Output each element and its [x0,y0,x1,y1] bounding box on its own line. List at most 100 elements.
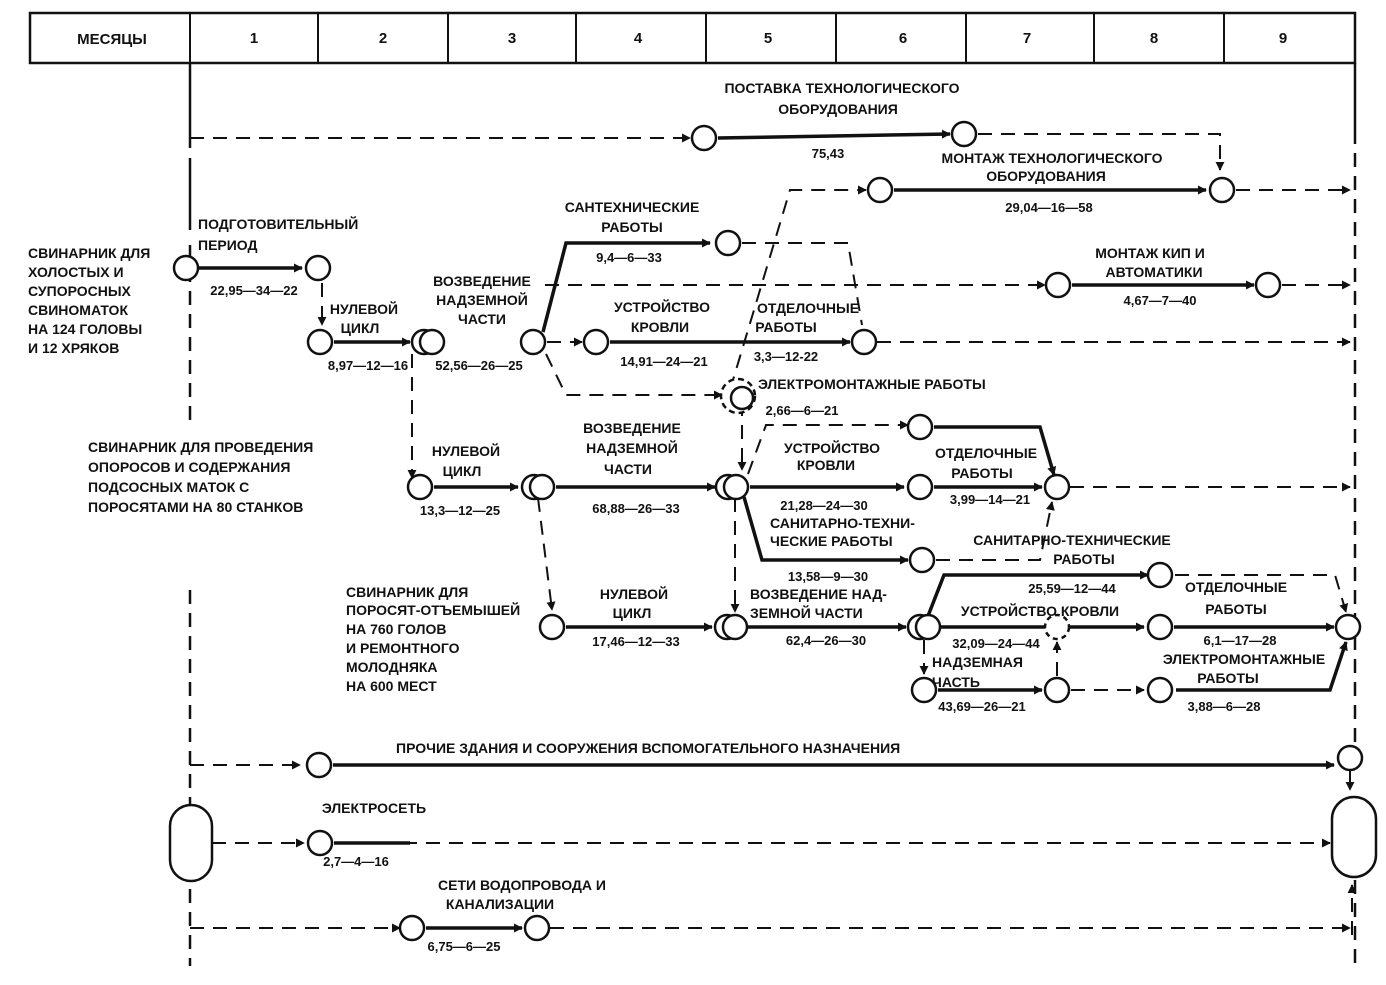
work-label: РАБОТЫ [1197,670,1258,686]
work-label: РАБОТЫ [755,319,816,335]
event-node [1334,613,1362,641]
work-params: 29,04—16—58 [1005,200,1092,215]
event-node [306,829,334,857]
object-pigsty-1-line: И 12 ХРЯКОВ [28,340,119,356]
work-label: ОТДЕЛОЧНЫЕ [757,300,859,316]
work-params: 9,4—6—33 [596,250,662,265]
event-node [910,676,938,704]
work-label: АВТОМАТИКИ [1105,264,1202,280]
month-5: 5 [764,30,772,47]
work-label: ВОЗВЕДЕНИЕ [433,273,531,289]
object-pigsty-3-line: НА 600 МЕСТ [346,678,437,694]
work-label: ЗЕМНОЙ ЧАСТИ [750,604,863,621]
header-frame [28,11,1357,65]
work-label: УСТРОЙСТВО [784,439,880,456]
work-label: ЦИКЛ [613,605,652,621]
event-node [714,229,742,257]
object-pigsty-3-line: СВИНАРНИК ДЛЯ [346,584,468,600]
event-node [906,473,934,501]
work-params: 8,97—12—16 [328,358,408,373]
work-label: САНИТАРНО-ТЕХНИЧЕСКИЕ [973,532,1170,548]
event-node [950,120,978,148]
object-pigsty-2-line: СВИНАРНИК ДЛЯ ПРОВЕДЕНИЯ [88,439,313,455]
work-label: ЦИКЛ [341,320,380,336]
work-label: ЭЛЕКТРОМОНТАЖНЫЕ РАБОТЫ [758,376,986,392]
work-params: 6,75—6—25 [428,939,501,954]
work-label: НАДЗЕМНОЙ [586,439,678,456]
header-dividers [189,13,1225,63]
event-node [1146,561,1174,589]
work-label: НУЛЕВОЙ [330,300,398,317]
event-node [528,473,556,501]
work-label: ЧАСТИ [604,461,652,477]
work-label: НУЛЕВОЙ [432,442,500,459]
work-params: 3,88—6—28 [1188,699,1261,714]
work-label: МОНТАЖ КИП И [1095,245,1205,261]
event-node [729,385,755,411]
object-pigsty-1-line: СУПОРОСНЫХ [28,283,132,299]
work-params: 13,3—12—25 [420,503,500,518]
work-label: НАДЗЕМНОЙ [436,291,528,308]
work-label: ЭЛЕКТРОМОНТАЖНЫЕ [1163,651,1325,667]
event-node [305,751,333,779]
event-node [582,328,610,356]
event-node [690,124,718,152]
event-node [538,613,566,641]
event-node-dashed [1043,613,1071,641]
month-1: 1 [250,30,258,47]
event-node [908,546,936,574]
month-7: 7 [1023,30,1031,47]
work-params: 52,56—26—25 [435,358,522,373]
event-node [418,328,446,356]
event-node [906,413,934,441]
object-pigsty-2-line: ОПОРОСОВ И СОДЕРЖАНИЯ [88,459,290,475]
event-node [172,254,200,282]
work-label: ВОЗВЕДЕНИЕ НАД- [750,586,887,602]
work-label: СЕТИ ВОДОПРОВОДА И [438,877,606,893]
work-params: 3,99—14—21 [950,492,1030,507]
event-node [1336,744,1364,772]
work-params: 14,91—24—21 [620,354,707,369]
object-pigsty-3-line: МОЛОДНЯКА [346,659,438,675]
work-label: ЧАСТЬ [932,674,980,690]
work-label: МОНТАЖ ТЕХНОЛОГИЧЕСКОГО [942,150,1163,166]
work-label: ЦИКЛ [443,463,482,479]
work-label: ПОДГОТОВИТЕЛЬНЫЙ [198,215,358,232]
event-node [1146,613,1174,641]
event-node [1208,176,1236,204]
event-node [519,328,547,356]
work-label: УСТРОЙСТВО КРОВЛИ [961,602,1119,619]
work-label: ОБОРУДОВАНИЯ [986,168,1106,184]
object-pigsty-2-line: ПОРОСЯТАМИ НА 80 СТАНКОВ [88,499,303,515]
event-node [1043,473,1071,501]
work-label: РАБОТЫ [1053,551,1114,567]
event-node [1043,676,1071,704]
event-node [1044,271,1072,299]
work-params: 21,28—24—30 [780,498,867,513]
work-label: КРОВЛИ [797,457,855,473]
work-label: УСТРОЙСТВО [614,298,710,315]
months-label: МЕСЯЦЫ [77,31,147,48]
work-label: КАНАЛИЗАЦИИ [446,896,554,912]
work-label: ЭЛЕКТРОСЕТЬ [322,800,426,816]
work-label: ОТДЕЛОЧНЫЕ [1185,579,1287,595]
work-params: 2,66—6—21 [766,403,839,418]
event-node [914,613,942,641]
event-node [304,254,332,282]
event-node [306,328,334,356]
work-params: 3,3—12-22 [754,349,818,364]
labels: СВИНАРНИК ДЛЯ ХОЛОСТЫХ И СУПОРОСНЫХ СВИН… [28,80,1325,954]
dependency-links [190,133,1357,935]
event-node [398,914,426,942]
object-pigsty-1-line: СВИНАРНИК ДЛЯ [28,245,150,261]
work-arrows [199,129,1348,933]
object-pigsty-1-line: СВИНОМАТОК [28,302,128,318]
work-params: 32,09—24—44 [952,636,1040,651]
work-params: 62,4—26—30 [786,633,866,648]
work-label: САНИТАРНО-ТЕХНИ- [770,515,915,531]
work-params: 4,67—7—40 [1124,293,1197,308]
work-params: 13,58—9—30 [788,569,868,584]
work-label: ЧЕСКИЕ РАБОТЫ [770,533,893,549]
month-4: 4 [634,30,643,47]
